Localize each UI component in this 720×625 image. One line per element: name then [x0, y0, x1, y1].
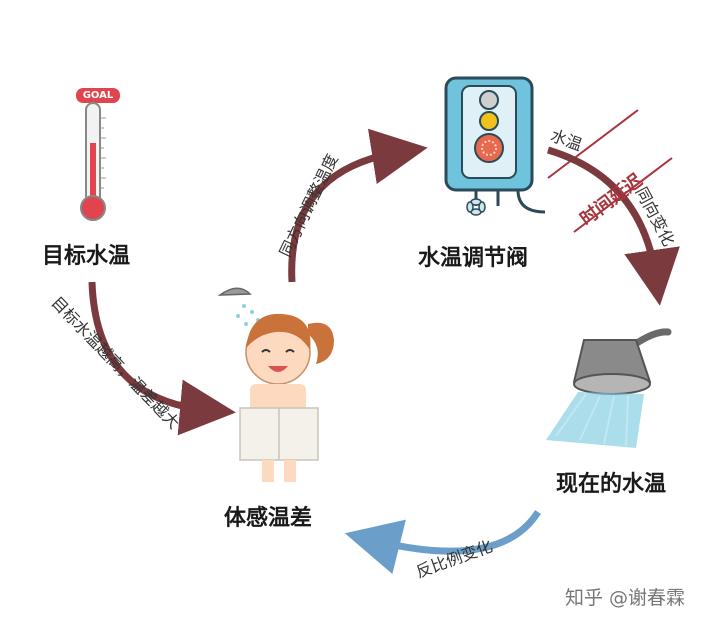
arrow-body-to-valve — [288, 128, 428, 283]
goal-badge: GOAL — [82, 90, 114, 101]
thermometer-icon — [76, 88, 120, 221]
node-target-temperature: 目标水温 — [42, 244, 131, 269]
node-current-temperature: 现在的水温 — [556, 472, 667, 497]
shower-head-icon — [546, 328, 672, 448]
node-valve: 水温调节阀 — [418, 246, 529, 271]
person-showering-icon — [217, 287, 334, 482]
arrow-current-to-body — [344, 510, 541, 574]
arrow-valve-to-current — [546, 146, 680, 306]
water-heater-icon — [444, 76, 546, 216]
watermark: 知乎 @谢春霖 — [565, 587, 686, 609]
node-body-difference: 体感温差 — [224, 506, 313, 531]
arrow-target-to-body — [88, 281, 236, 436]
